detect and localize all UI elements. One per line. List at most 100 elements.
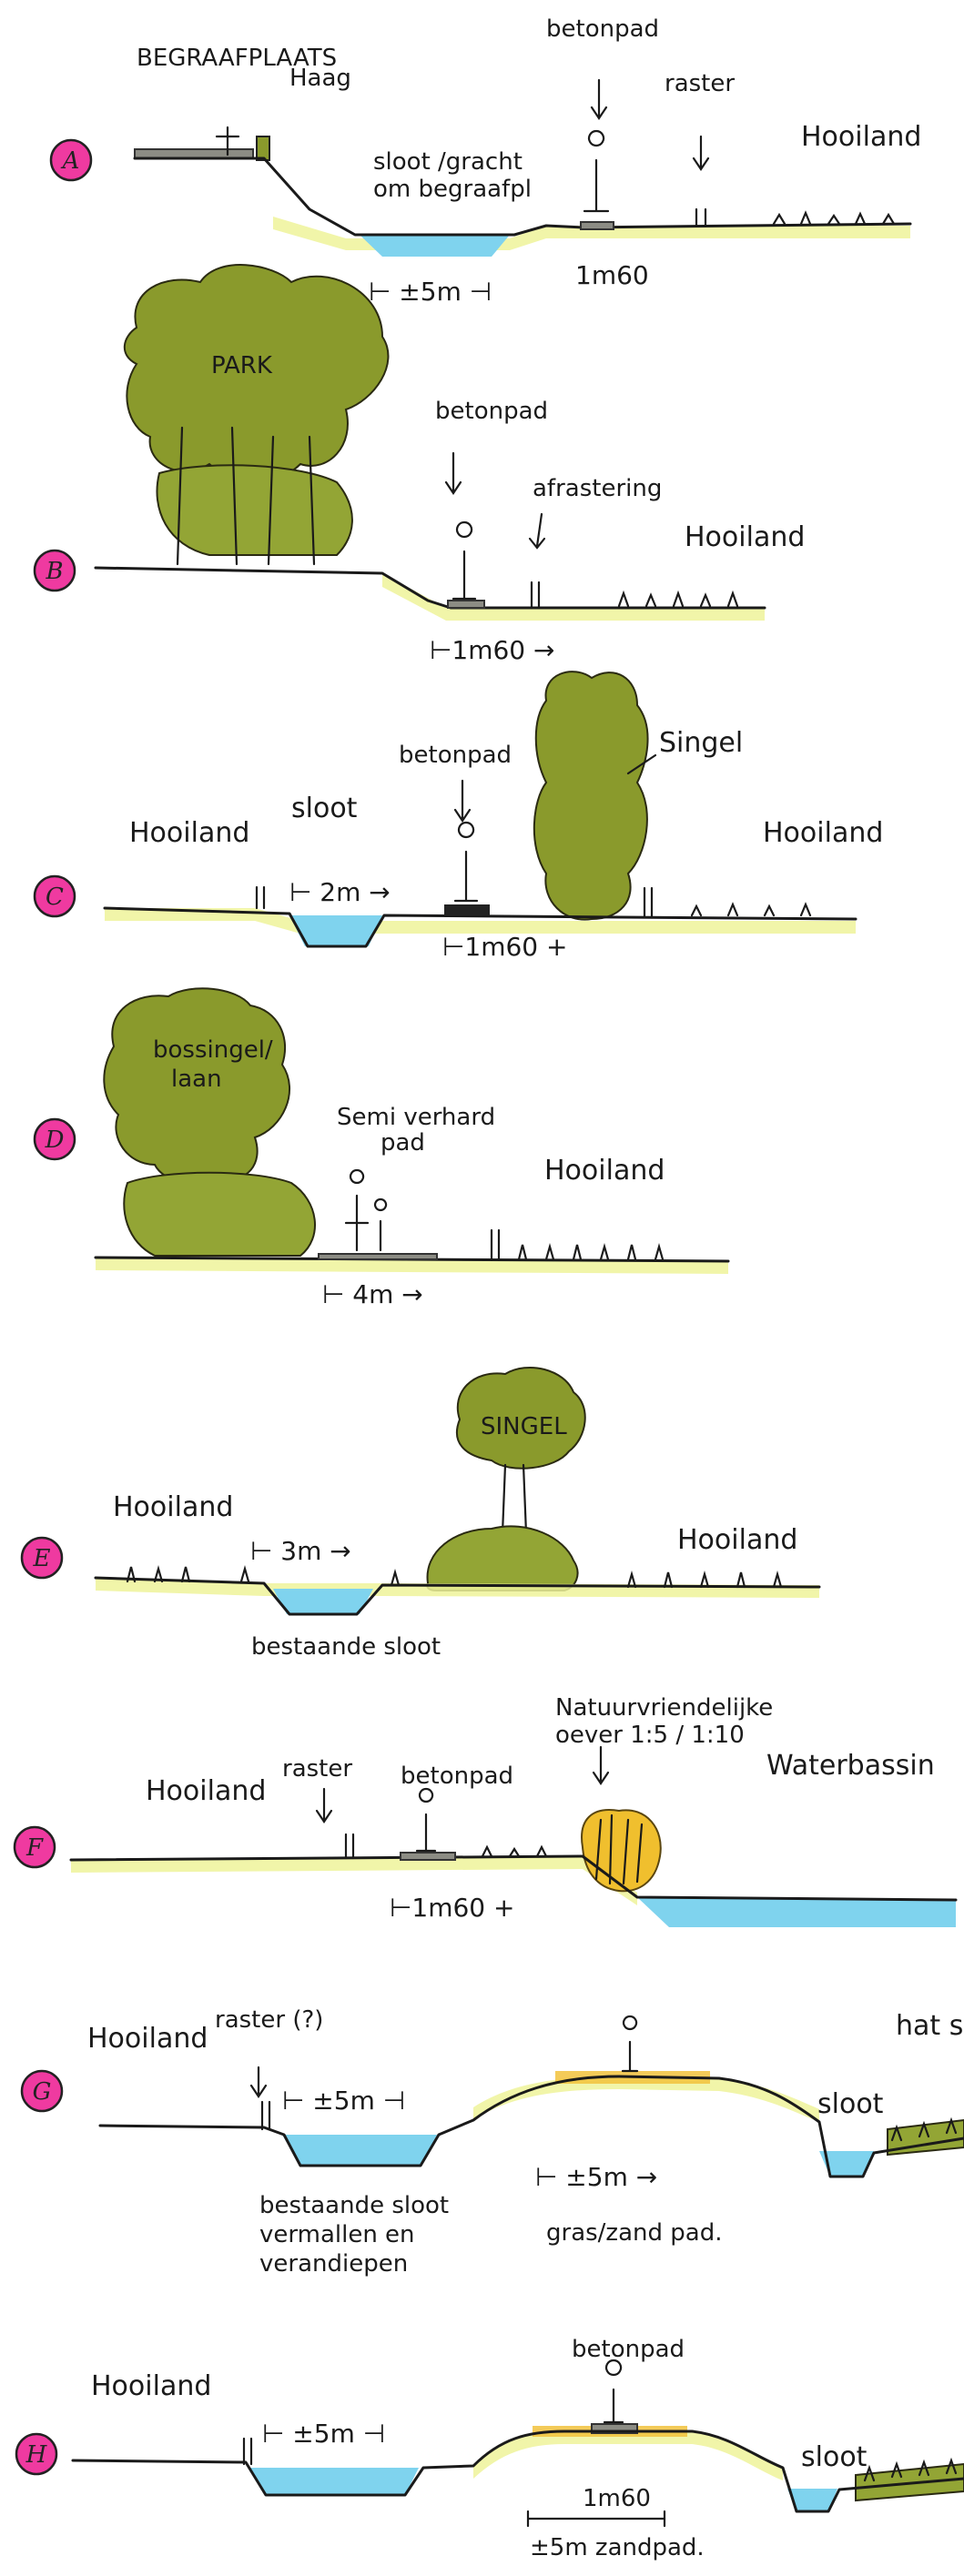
label-betonpad-a: betonpad	[546, 15, 659, 43]
park-canopy	[123, 264, 390, 482]
dim-sloot-c: ⊢ 2m →	[289, 877, 391, 907]
label-hooiland-d: Hooiland	[544, 1155, 665, 1187]
section-marker-e-label: E	[33, 1545, 51, 1572]
grass-highlight-g	[473, 2076, 819, 2122]
arrow-down-icon	[249, 2066, 268, 2098]
section-marker-a-label: A	[61, 147, 80, 175]
child-icon	[373, 1197, 388, 1252]
leader-line	[626, 753, 657, 775]
label-waterbassin: Waterbassin	[766, 1750, 935, 1782]
label-zandpad-h: ±5m zandpad.	[530, 2534, 705, 2561]
bossingel-understory	[123, 1171, 316, 1257]
label-begraafplaats: BEGRAAFPLAATS	[137, 45, 337, 72]
section-h: H Hooiland betonpad ⊢ ±5m ⊣ sloot 1m60 ±…	[15, 2336, 964, 2561]
water-ditch-g	[282, 2135, 437, 2166]
arrow-down-icon	[590, 78, 608, 120]
concrete-path-h	[591, 2423, 638, 2434]
label-bestaande-g-3: verandiepen	[259, 2250, 408, 2278]
label-hat-g: hat s	[896, 2010, 963, 2042]
semi-paved-path-d	[318, 1253, 438, 1260]
section-marker-h	[15, 2432, 58, 2476]
water-ditch-c	[289, 915, 382, 946]
label-hooiland-c-left: Hooiland	[129, 817, 249, 849]
label-raster-g: raster (?)	[215, 2006, 323, 2034]
label-park: PARK	[211, 352, 273, 379]
person-icon	[453, 821, 479, 903]
ground-line-e	[94, 1576, 821, 1616]
dim-sloot-h: ⊢ ±5m ⊣	[262, 2419, 385, 2449]
park-understory	[156, 464, 353, 556]
dim-sloot-e: ⊢ 3m →	[250, 1536, 351, 1566]
section-marker-b-label: B	[45, 558, 63, 585]
ground-line-h	[71, 2430, 964, 2513]
section-marker-a	[49, 138, 93, 182]
singel-tree	[533, 671, 649, 921]
section-marker-d-label: D	[45, 1126, 65, 1154]
grass-tufts-icon	[863, 2457, 958, 2482]
section-marker-f-label: F	[25, 1834, 44, 1862]
section-e: E Hooiland SINGEL Hooiland ⊢ 3m → bestaa…	[20, 1366, 821, 1661]
section-marker-f	[13, 1825, 56, 1869]
dim-sloot-g: ⊢ ±5m ⊣	[282, 2086, 405, 2116]
grass-tufts-icon	[517, 1242, 665, 1261]
grass-tufts-icon	[126, 1564, 783, 1589]
water-ditch-e	[273, 1589, 373, 1614]
dim-pad-h: 1m60	[583, 2485, 651, 2512]
label-gras-zandpad: gras/zand pad.	[546, 2219, 722, 2247]
grass-tufts-icon	[772, 210, 896, 226]
label-semi-verhard-1: Semi verhard	[337, 1104, 495, 1131]
reed-bank-icon	[581, 1809, 662, 1893]
label-bossingel-2: laan	[171, 1066, 222, 1093]
label-hooiland-f: Hooiland	[146, 1775, 266, 1807]
label-hooiland-e-left: Hooiland	[113, 1491, 233, 1523]
dim-pad-f: ⊢1m60 +	[390, 1893, 514, 1923]
section-marker-g	[20, 2069, 64, 2113]
section-marker-h-label: H	[25, 2441, 48, 2469]
fence-post-icon	[695, 207, 707, 227]
arrow-down-icon	[528, 512, 546, 550]
water-ditch-h	[250, 2468, 419, 2495]
person-icon	[452, 520, 477, 601]
section-marker-c-label: C	[46, 884, 64, 911]
water-basin-f	[637, 1897, 956, 1927]
label-betonpad-b: betonpad	[435, 398, 548, 425]
section-marker-g-label: G	[33, 2078, 52, 2106]
section-marker-e	[20, 1536, 64, 1580]
grass-tufts-icon	[890, 2116, 958, 2142]
person-icon	[415, 1787, 437, 1853]
ground-line-c	[103, 906, 857, 948]
label-singel-e: SINGEL	[481, 1413, 567, 1440]
label-hooiland-e-right: Hooiland	[677, 1524, 797, 1556]
dim-pad-g: ⊢ ±5m →	[535, 2162, 657, 2192]
label-bestaande-g-1: bestaande sloot	[259, 2192, 449, 2219]
label-hooiland-a: Hooiland	[801, 121, 921, 153]
ground-line-b	[94, 566, 766, 610]
fence-post-icon	[530, 581, 541, 610]
dim-pad-b: ⊢1m60 →	[430, 635, 554, 665]
label-hooiland-h: Hooiland	[91, 2370, 211, 2402]
label-betonpad-c: betonpad	[399, 742, 512, 769]
tree-trunks	[501, 1463, 528, 1535]
label-bestaande-g-2: vermallen en	[259, 2221, 415, 2248]
section-marker-b	[33, 549, 76, 592]
water-moat-a	[360, 235, 510, 257]
label-natuurvriendelijke-2: oever 1:5 / 1:10	[555, 1722, 745, 1749]
label-bossingel-1: bossingel/	[153, 1036, 273, 1064]
grass-highlight-f	[71, 1856, 637, 1905]
fence-post-icon	[255, 885, 266, 910]
arrow-down-icon	[592, 1745, 610, 1785]
section-f: F Hooiland raster betonpad Natuurvriende…	[13, 1694, 958, 1927]
label-hooiland-b: Hooiland	[685, 521, 805, 553]
label-hooiland-c-right: Hooiland	[763, 817, 883, 849]
ground-line-g	[98, 2075, 964, 2178]
tree-trunks	[176, 426, 316, 566]
grass-tufts-icon	[617, 590, 739, 608]
concrete-path-a	[580, 221, 614, 230]
arrow-down-icon	[692, 135, 710, 171]
singel-canopy-e	[455, 1366, 586, 1470]
dim-sloot-a: ⊢ ±5m ⊣	[369, 277, 492, 307]
person-icon	[344, 1168, 370, 1252]
label-betonpad-h: betonpad	[572, 2336, 685, 2363]
label-sloot-a-1: sloot /gracht	[373, 148, 523, 176]
